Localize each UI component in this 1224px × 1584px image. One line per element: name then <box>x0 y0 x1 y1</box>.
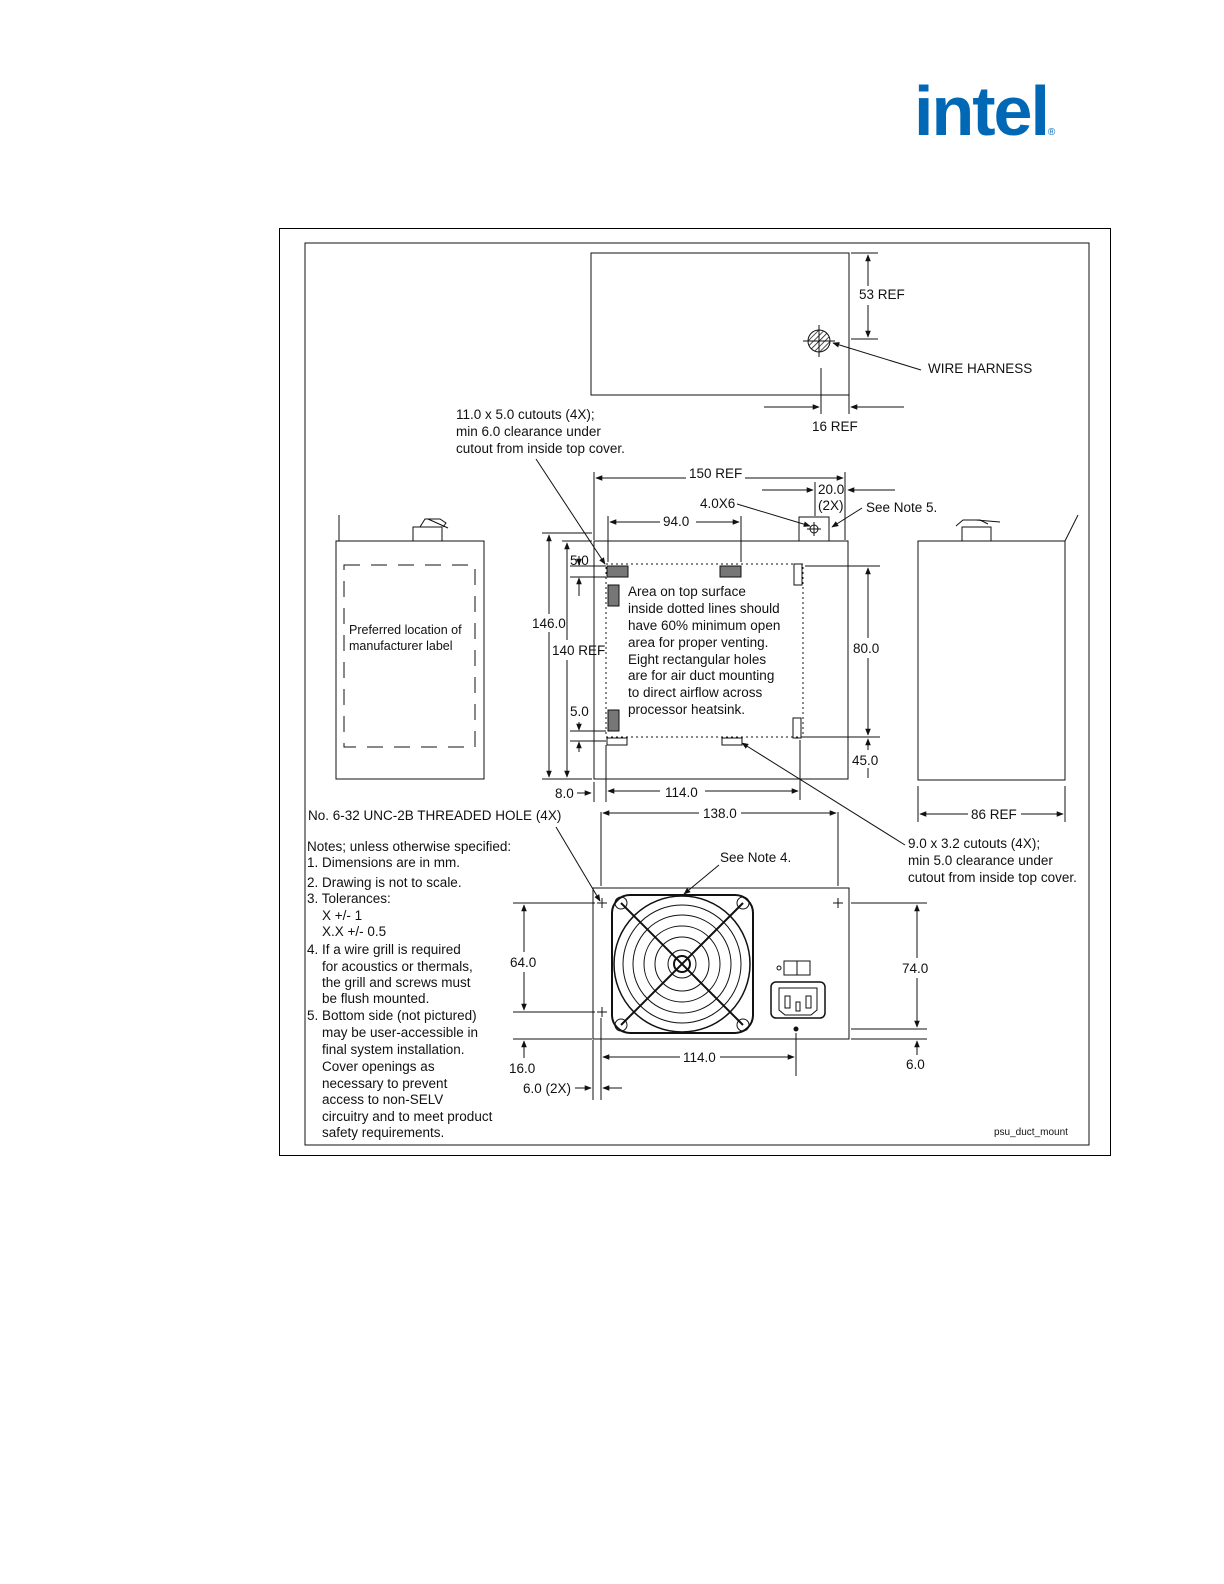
cutouts-9x3-line2: min 5.0 clearance under <box>908 853 1053 868</box>
note-line: Cover openings as <box>322 1059 435 1074</box>
dim-6-2x: 6.0 (2X) <box>523 1081 571 1096</box>
vent-area-text: Area on top surface inside dotted lines … <box>628 584 780 717</box>
center-body <box>593 540 849 780</box>
dim-8: 8.0 <box>555 786 574 801</box>
dim-86-ref: 86 REF <box>971 807 1017 822</box>
vent-line7: to direct airflow across <box>628 685 763 700</box>
dim-6: 6.0 <box>906 1057 925 1072</box>
dim-80: 80.0 <box>853 641 879 656</box>
note-line: 4. If a wire grill is required <box>307 942 461 957</box>
vent-line8: processor heatsink. <box>628 702 745 717</box>
fan-screw <box>736 1018 750 1032</box>
left-side-body <box>335 540 485 780</box>
top-view-body <box>590 252 850 396</box>
dim-16-ref: 16 REF <box>812 419 858 434</box>
label-area-line2: manufacturer label <box>349 639 453 653</box>
dim-4x6: 4.0X6 <box>700 496 735 511</box>
center-view <box>535 458 906 846</box>
label-area-line1: Preferred location of <box>349 623 462 637</box>
wire-harness-label: WIRE HARNESS <box>928 361 1032 376</box>
top-view <box>590 252 922 414</box>
fan-screw <box>614 1018 628 1032</box>
cutouts-9x3-line1: 9.0 x 3.2 cutouts (4X); <box>908 836 1040 851</box>
left-side-view <box>335 515 485 780</box>
note-line: 2. Drawing is not to scale. <box>307 875 462 890</box>
see-note4: See Note 4. <box>720 850 791 865</box>
note-line: X +/- 1 <box>322 908 362 923</box>
cutouts-9x3-line3: cutout from inside top cover. <box>908 870 1077 885</box>
dim-114-bottom: 114.0 <box>683 1050 716 1065</box>
vent-line2: inside dotted lines should <box>628 601 780 616</box>
dim-20: 20.0 <box>818 482 844 497</box>
dim-146: 146.0 <box>532 616 566 631</box>
fan-guard <box>613 895 751 1033</box>
note-line: X.X +/- 0.5 <box>322 924 386 939</box>
note-line: circuitry and to meet product <box>322 1109 493 1124</box>
notes-block: Notes; unless otherwise specified: 1. Di… <box>307 839 511 1140</box>
dim-150-ref: 150 REF <box>689 466 742 481</box>
intel-logo: intel® <box>914 76 1055 146</box>
dim-74: 74.0 <box>902 961 928 976</box>
vent-line4: area for proper venting. <box>628 635 768 650</box>
dim-64: 64.0 <box>510 955 536 970</box>
note-line: safety requirements. <box>322 1125 444 1140</box>
dim-140-ref: 140 REF <box>552 643 605 658</box>
cutout-9x3 <box>792 717 802 739</box>
cutouts-11x5-line1: 11.0 x 5.0 cutouts (4X); <box>456 407 595 422</box>
right-side-body <box>917 540 1066 781</box>
note-line: necessary to prevent <box>322 1076 448 1091</box>
cutouts-11x5-line2: min 6.0 clearance under <box>456 424 601 439</box>
label-area-box <box>343 564 476 748</box>
cutout-11x5 <box>607 709 620 732</box>
note-line: Notes; unless otherwise specified: <box>307 839 511 854</box>
note-line: for acoustics or thermals, <box>322 959 473 974</box>
dim-138: 138.0 <box>703 806 737 821</box>
rear-view <box>513 812 927 1100</box>
vent-line3: have 60% minimum open <box>628 618 780 633</box>
cutout-9x3 <box>606 737 628 746</box>
note-line: may be user-accessible in <box>322 1025 478 1040</box>
cutouts-11x5-line3: cutout from inside top cover. <box>456 441 625 456</box>
note-line: 1. Dimensions are in mm. <box>307 855 460 870</box>
threaded-hole-label: No. 6-32 UNC-2B THREADED HOLE (4X) <box>308 808 561 823</box>
vent-line1: Area on top surface <box>628 584 746 599</box>
label-area-text: Preferred location of manufacturer label <box>349 623 462 653</box>
rear-body <box>592 887 850 1040</box>
cutout-11x5 <box>606 565 629 578</box>
cutout-11x5 <box>607 584 620 607</box>
vent-line5: Eight rectangular holes <box>628 652 766 667</box>
logo-text: intel <box>914 72 1050 150</box>
dim-45: 45.0 <box>852 753 878 768</box>
fan-screw <box>736 896 750 910</box>
dim-16: 16.0 <box>509 1061 535 1076</box>
note-line: 3. Tolerances: <box>307 891 391 906</box>
fan-screw <box>614 896 628 910</box>
dim-5-top: 5.0 <box>570 553 589 568</box>
note-line: access to non-SELV <box>322 1092 443 1107</box>
see-note5: See Note 5. <box>866 500 937 515</box>
right-side-view <box>917 514 1079 822</box>
ac-inlet <box>770 981 826 1019</box>
note-line: the grill and screws must <box>322 975 471 990</box>
dim-5-bottom: 5.0 <box>570 704 589 719</box>
cutout-11x5 <box>719 565 742 578</box>
fan-frame <box>611 894 754 1034</box>
dim-2x: (2X) <box>818 498 844 513</box>
registered-mark: ® <box>1047 127 1056 138</box>
dim-94: 94.0 <box>663 514 689 529</box>
figure-file-tag: psu_duct_mount <box>994 1127 1068 1138</box>
vent-line6: are for air duct mounting <box>628 668 774 683</box>
note-line: 5. Bottom side (not pictured) <box>307 1008 477 1023</box>
dim-114-top: 114.0 <box>665 785 698 800</box>
cutout-9x3 <box>721 737 743 746</box>
note-line: final system installation. <box>322 1042 465 1057</box>
inner-frame <box>304 242 1090 1146</box>
cutout-9x3 <box>793 563 803 586</box>
note-line: be flush mounted. <box>322 991 429 1006</box>
dim-53-ref: 53 REF <box>859 287 905 302</box>
figure-outer-frame <box>279 228 1111 1156</box>
